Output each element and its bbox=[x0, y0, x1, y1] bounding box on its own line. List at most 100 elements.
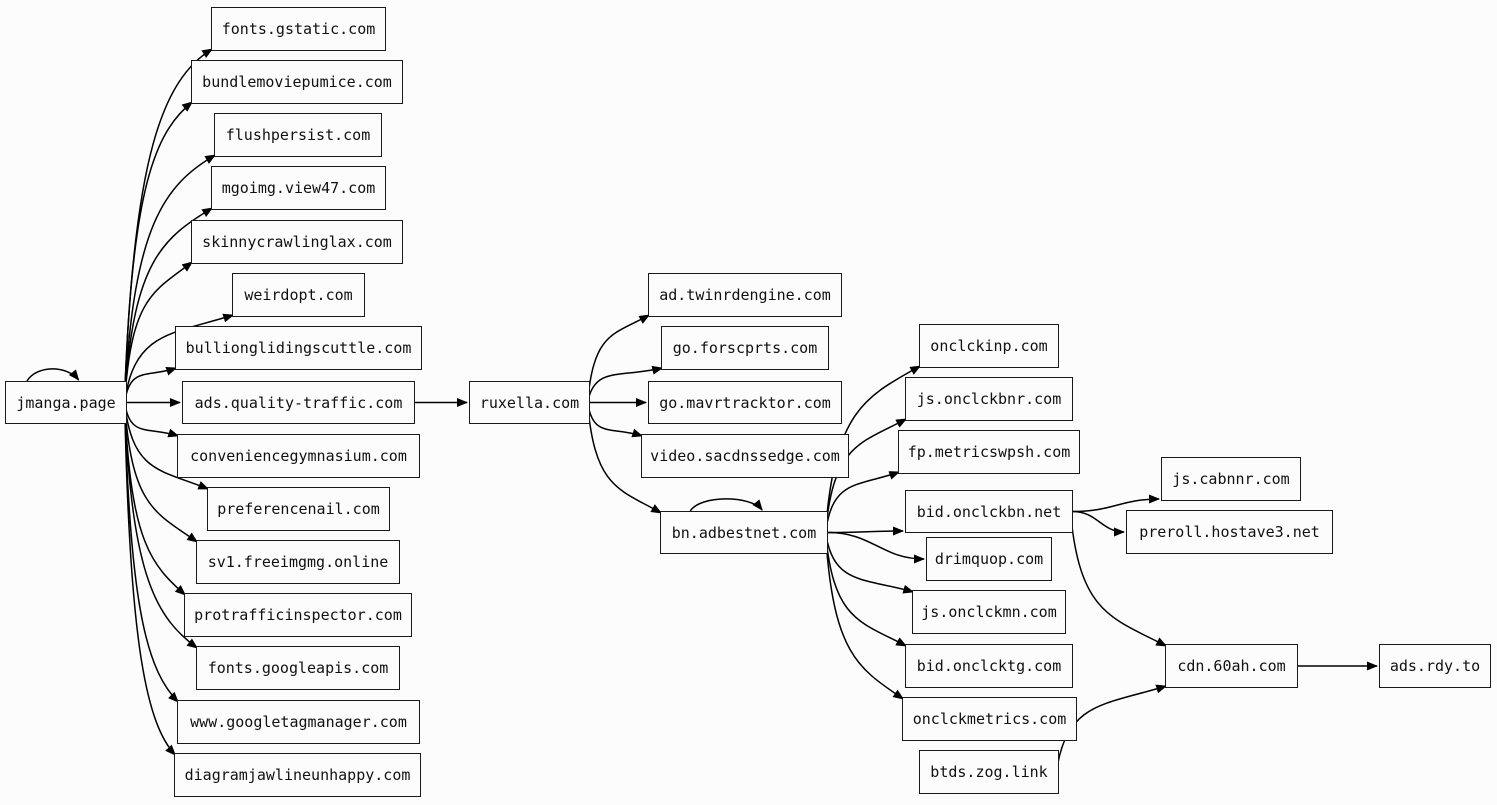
edge-jmanga-to-diagramjaw bbox=[124, 417, 176, 756]
node-prerollhostave3[interactable]: preroll.hostave3.net bbox=[1126, 510, 1333, 554]
edge-bnadbestnet-to-jsonclckmn bbox=[825, 535, 915, 594]
node-bnadbestnet[interactable]: bn.adbestnet.com bbox=[660, 511, 828, 554]
edge-ruxella-to-bnadbestnet bbox=[587, 407, 663, 514]
node-label: weirdopt.com bbox=[244, 286, 353, 304]
node-adsquality[interactable]: ads.quality-traffic.com bbox=[182, 381, 415, 424]
edge-ruxella-to-videosacdns bbox=[587, 404, 644, 438]
node-sv1freeimgmg[interactable]: sv1.freeimgmg.online bbox=[196, 540, 400, 584]
node-bundlemovie[interactable]: bundlemoviepumice.com bbox=[191, 60, 403, 104]
edge-jmanga-to-conveniencegym bbox=[124, 404, 180, 438]
node-videosacdns[interactable]: video.sacdnssedge.com bbox=[641, 434, 849, 478]
node-label: video.sacdnssedge.com bbox=[650, 447, 840, 465]
node-jsonclckmn[interactable]: js.onclckmn.com bbox=[912, 590, 1066, 634]
node-skinnycrawl[interactable]: skinnycrawlinglax.com bbox=[191, 220, 403, 264]
edge-jmanga-to-flushpersist bbox=[124, 154, 217, 392]
node-label: ads.quality-traffic.com bbox=[194, 393, 403, 412]
node-onclckmetrics[interactable]: onclckmetrics.com bbox=[902, 697, 1077, 741]
edge-bnadbestnet-to-bidonclckbn bbox=[827, 526, 904, 536]
node-label: flushpersist.com bbox=[225, 126, 371, 144]
node-bidonclcktg[interactable]: bid.onclcktg.com bbox=[905, 644, 1073, 688]
edge-bnadbestnet-to-bidonclcktg bbox=[825, 537, 908, 647]
edge-bnadbestnet-to-onclckinp bbox=[825, 365, 922, 526]
edge-jmanga-to-sv1freeimgmg bbox=[124, 408, 199, 543]
edge-jmanga-to-bundlemovie bbox=[124, 101, 194, 390]
node-jscabnnr[interactable]: js.cabnnr.com bbox=[1161, 457, 1301, 501]
node-label: ad.twinrdengine.com bbox=[659, 286, 831, 304]
edge-bnadbestnet-to-onclckmetrics bbox=[825, 539, 905, 700]
node-jsonclckbnr[interactable]: js.onclckbnr.com bbox=[905, 377, 1073, 421]
edge-jmanga-to-preferencenail bbox=[124, 406, 210, 490]
node-label: js.cabnnr.com bbox=[1172, 470, 1290, 488]
edge-bnadbestnet-to-bnadbestnet bbox=[689, 498, 763, 512]
edge-jmanga-to-bulliongliding bbox=[124, 366, 178, 401]
node-ruxella[interactable]: ruxella.com bbox=[469, 381, 590, 424]
node-label: preferencenail.com bbox=[217, 500, 380, 518]
node-gomavrtracktor[interactable]: go.mavrtracktor.com bbox=[648, 381, 842, 424]
node-btdszog[interactable]: btds.zog.link bbox=[919, 750, 1059, 794]
edge-jmanga-to-jmanga bbox=[26, 368, 80, 382]
edge-jmanga-to-mgoimg bbox=[124, 207, 214, 394]
node-label: go.mavrtracktor.com bbox=[659, 393, 831, 412]
node-label: bid.onclcktg.com bbox=[916, 657, 1062, 675]
node-label: bn.adbestnet.com bbox=[671, 523, 817, 542]
node-label: bid.onclckbn.net bbox=[916, 502, 1062, 521]
node-goforscprts[interactable]: go.forscprts.com bbox=[661, 326, 829, 370]
node-preferencenail[interactable]: preferencenail.com bbox=[207, 487, 390, 531]
edge-ruxella-to-goforscprts bbox=[587, 365, 664, 401]
node-label: js.onclckbnr.com bbox=[916, 390, 1062, 408]
node-fontsgoogleapis[interactable]: fonts.googleapis.com bbox=[196, 646, 400, 690]
node-fpmetricswpsh[interactable]: fp.metricswpsh.com bbox=[898, 430, 1080, 474]
node-label: mgoimg.view47.com bbox=[221, 179, 376, 197]
edge-jmanga-to-fontsgoogleapis bbox=[124, 413, 199, 649]
edge-jmanga-to-skinnycrawl bbox=[124, 261, 194, 397]
edge-bnadbestnet-to-drimquop bbox=[827, 531, 925, 564]
node-label: onclckinp.com bbox=[930, 337, 1048, 355]
node-label: protrafficinspector.com bbox=[194, 606, 402, 624]
node-diagramjaw[interactable]: diagramjawlineunhappy.com bbox=[174, 753, 421, 797]
edge-bnadbestnet-to-jsonclckbnr bbox=[825, 418, 908, 528]
edge-bidonclckbn-to-prerollhostave3 bbox=[1072, 510, 1125, 537]
node-label: diagramjawlineunhappy.com bbox=[184, 766, 411, 784]
node-cdn60ah[interactable]: cdn.60ah.com bbox=[1165, 644, 1298, 688]
node-onclckinp[interactable]: onclckinp.com bbox=[919, 324, 1059, 368]
node-label: js.onclckmn.com bbox=[921, 603, 1057, 621]
node-label: go.forscprts.com bbox=[672, 339, 818, 357]
node-gtagmanager[interactable]: www.googletagmanager.com bbox=[177, 700, 420, 744]
node-fontsgstatic[interactable]: fonts.gstatic.com bbox=[211, 7, 386, 51]
node-drimquop[interactable]: drimquop.com bbox=[926, 537, 1052, 581]
node-flushpersist[interactable]: flushpersist.com bbox=[214, 113, 382, 157]
node-label: skinnycrawlinglax.com bbox=[202, 233, 392, 251]
node-adtwinrdengine[interactable]: ad.twinrdengine.com bbox=[648, 273, 842, 317]
edge-ruxella-to-adtwinrdengine bbox=[587, 314, 651, 399]
node-label: fp.metricswpsh.com bbox=[907, 443, 1071, 461]
node-label: conveniencegymnasium.com bbox=[190, 447, 407, 465]
node-mgoimg[interactable]: mgoimg.view47.com bbox=[211, 166, 386, 210]
edge-bnadbestnet-to-fpmetricswpsh bbox=[825, 471, 901, 530]
node-label: jmanga.page bbox=[16, 393, 116, 412]
node-label: drimquop.com bbox=[934, 550, 1044, 568]
node-label: fonts.googleapis.com bbox=[207, 659, 389, 677]
node-adsrdyto[interactable]: ads.rdy.to bbox=[1379, 644, 1491, 688]
node-protraffic[interactable]: protrafficinspector.com bbox=[184, 593, 412, 637]
edge-bidonclckbn-to-cdn60ah bbox=[1070, 517, 1168, 647]
node-label: ruxella.com bbox=[479, 393, 580, 412]
node-weirdopt[interactable]: weirdopt.com bbox=[232, 273, 365, 317]
node-label: cdn.60ah.com bbox=[1177, 657, 1286, 675]
node-label: www.googletagmanager.com bbox=[190, 713, 407, 731]
node-jmanga[interactable]: jmanga.page bbox=[5, 381, 127, 424]
node-label: onclckmetrics.com bbox=[912, 710, 1067, 728]
node-bulliongliding[interactable]: bullionglidingscuttle.com bbox=[175, 326, 422, 370]
node-conveniencegym[interactable]: conveniencegymnasium.com bbox=[177, 434, 420, 478]
node-label: btds.zog.link bbox=[930, 763, 1048, 781]
node-bidonclckbn[interactable]: bid.onclckbn.net bbox=[905, 490, 1073, 533]
node-label: fonts.gstatic.com bbox=[221, 20, 376, 38]
node-label: ads.rdy.to bbox=[1389, 657, 1481, 675]
edge-bidonclckbn-to-jscabnnr bbox=[1072, 494, 1160, 513]
node-label: preroll.hostave3.net bbox=[1139, 523, 1320, 541]
edge-jmanga-to-weirdopt bbox=[124, 313, 235, 399]
edge-btdszog-to-cdn60ah bbox=[1056, 684, 1168, 768]
node-label: bullionglidingscuttle.com bbox=[185, 339, 412, 357]
edge-jmanga-to-gtagmanager bbox=[124, 415, 179, 703]
